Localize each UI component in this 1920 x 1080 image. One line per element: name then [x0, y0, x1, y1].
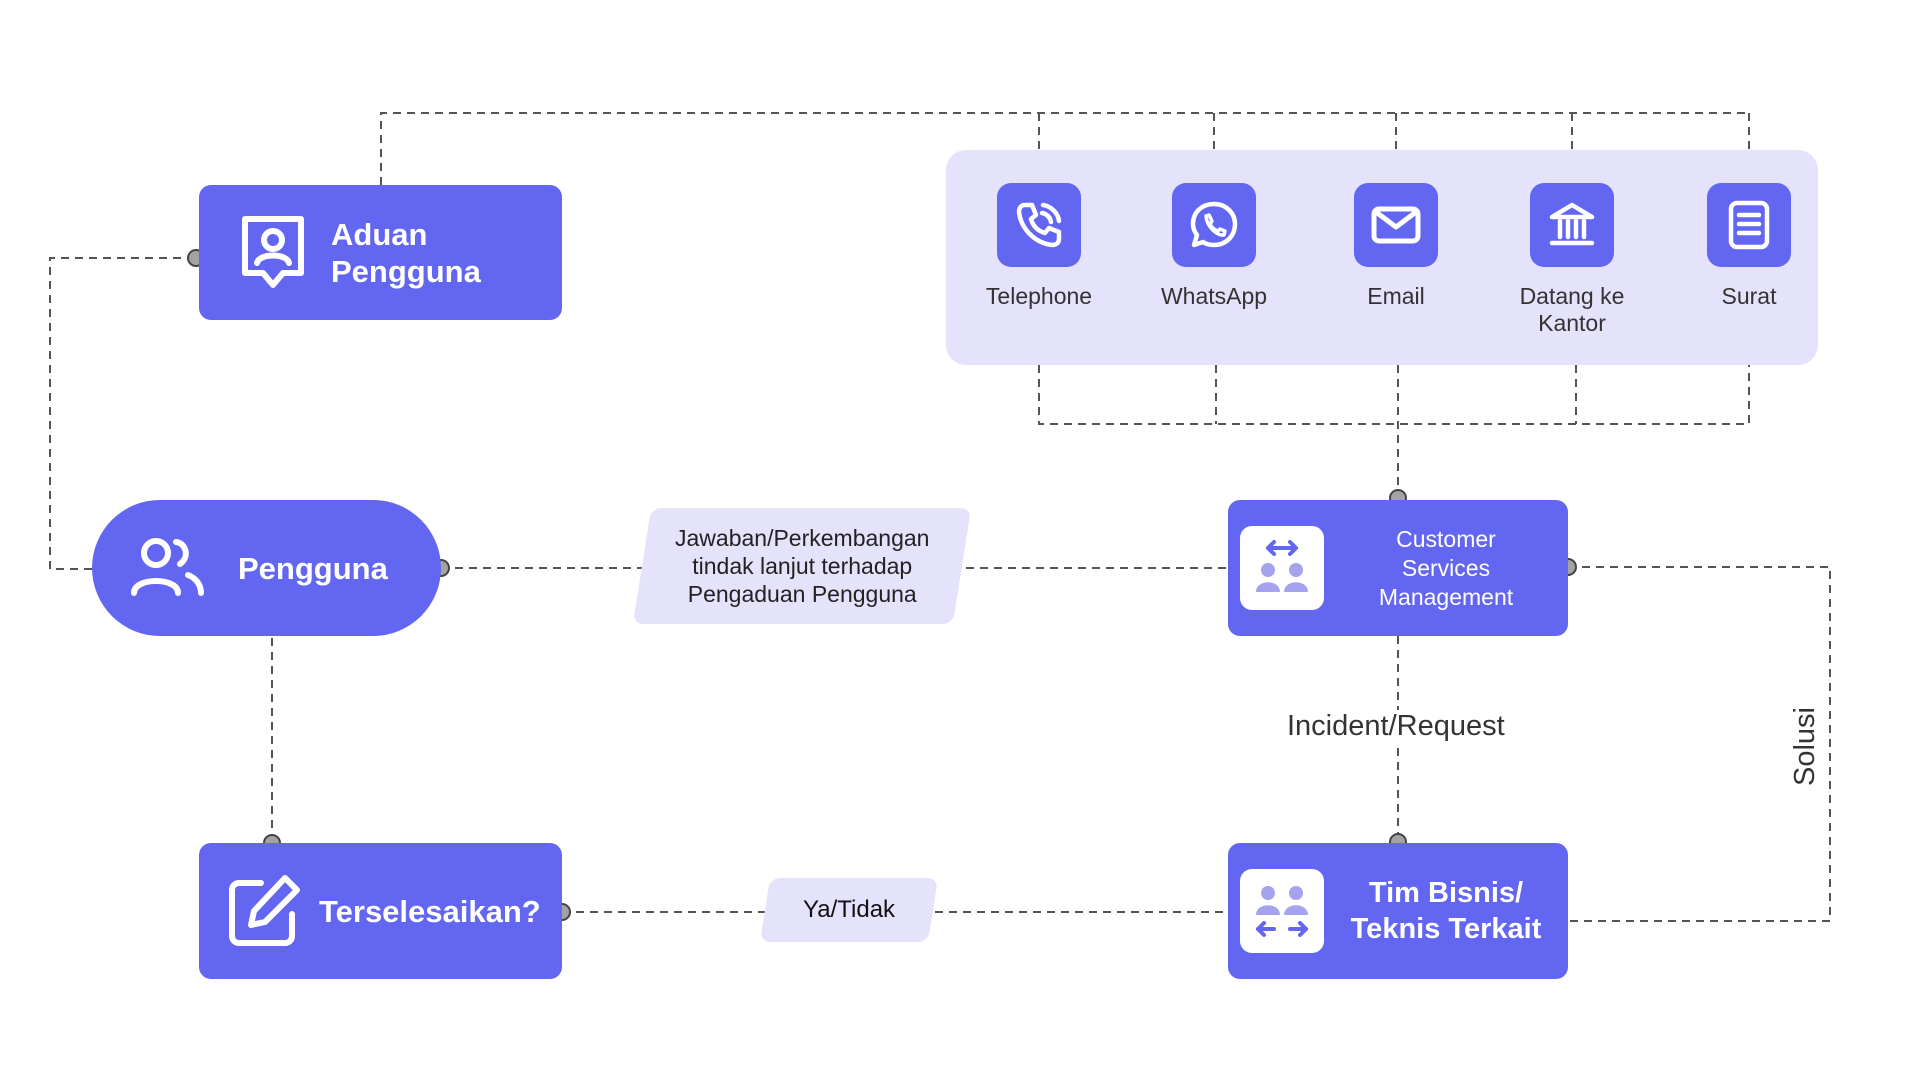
channel-telephone[interactable]: Telephone	[964, 183, 1114, 310]
incident-request-label: Incident/Request	[1287, 710, 1505, 742]
csm-node[interactable]: Customer Services Management	[1228, 500, 1568, 636]
resolved-label-box: Ya/Tidak	[759, 878, 939, 942]
channel-label: WhatsApp	[1160, 283, 1268, 309]
phone-icon	[997, 183, 1081, 267]
channel-surat[interactable]: Surat	[1674, 183, 1824, 310]
connector-channels-to-csm	[1038, 365, 1750, 425]
terselesaikan-label: Terselesaikan?	[319, 893, 541, 929]
people-exchange-icon	[1240, 526, 1324, 610]
mail-icon	[1354, 183, 1438, 267]
channel-label: Surat	[1721, 283, 1777, 309]
connector-aduan-to-channels	[380, 112, 1749, 185]
ya-tidak-label: Ya/Tidak	[802, 896, 896, 923]
channel-datang-ke-kantor[interactable]: Datang ke Kantor	[1497, 183, 1647, 337]
channel-label: Telephone	[985, 283, 1093, 309]
people-swap-icon	[1240, 869, 1324, 953]
whatsapp-icon	[1172, 183, 1256, 267]
solusi-label: Solusi	[1789, 707, 1821, 786]
document-icon	[1707, 183, 1791, 267]
channel-email[interactable]: Email	[1321, 183, 1471, 310]
response-label: Jawaban/Perkembangan tindak lanjut terha…	[674, 525, 930, 607]
response-label-box: Jawaban/Perkembangan tindak lanjut terha…	[632, 508, 972, 624]
tim-node[interactable]: Tim Bisnis/ Teknis Terkait	[1228, 843, 1568, 979]
bank-building-icon	[1530, 183, 1614, 267]
channel-whatsapp[interactable]: WhatsApp	[1139, 183, 1289, 310]
aduan-pengguna-node[interactable]: Aduan Pengguna	[199, 185, 562, 320]
edit-icon	[227, 874, 301, 948]
aduan-pengguna-label: Aduan Pengguna	[331, 216, 481, 289]
pengguna-node[interactable]: Pengguna	[92, 500, 441, 636]
connector-pengguna-to-aduan	[49, 257, 196, 570]
channel-label: Datang ke Kantor	[1519, 283, 1625, 336]
pengguna-label: Pengguna	[238, 550, 388, 586]
user-profile-pin-icon	[237, 213, 309, 293]
channel-label: Email	[1367, 283, 1425, 309]
terselesaikan-node[interactable]: Terselesaikan?	[199, 843, 562, 979]
csm-label: Customer Services Management	[1378, 525, 1514, 610]
users-icon	[130, 537, 206, 599]
connector-tim-to-csm	[1568, 566, 1831, 922]
tim-label: Tim Bisnis/ Teknis Terkait	[1350, 877, 1542, 945]
